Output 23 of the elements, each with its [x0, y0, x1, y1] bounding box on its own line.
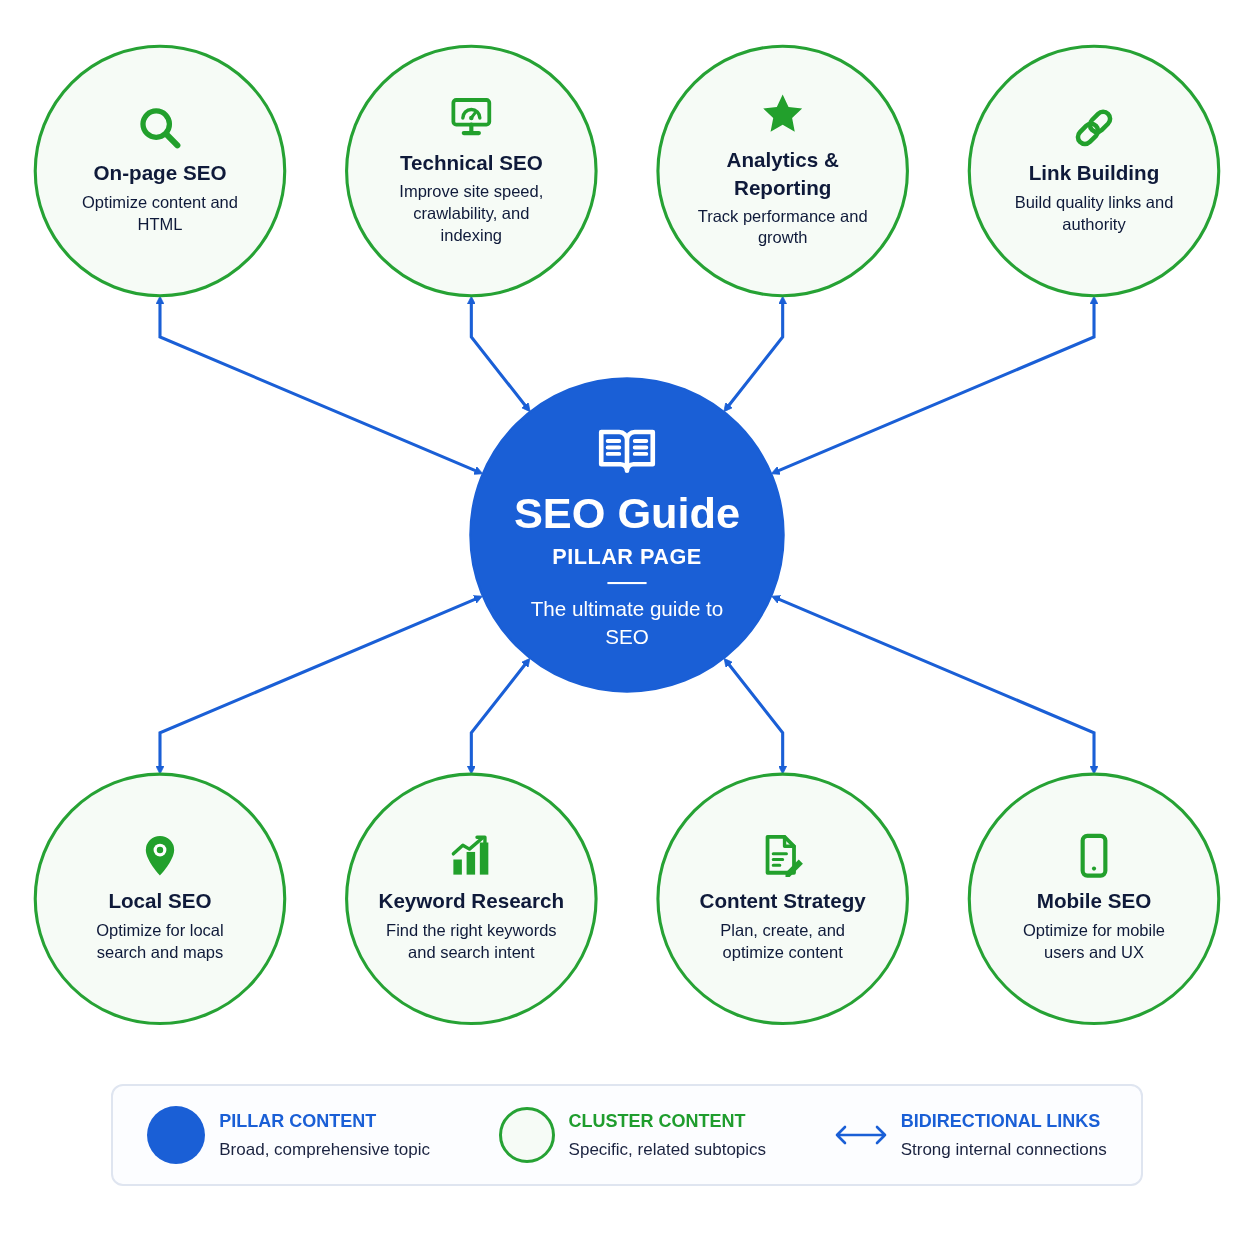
- legend-description: Specific, related subtopics: [568, 1139, 767, 1160]
- node-circle: Mobile SEO Optimize for mobile users and UX: [967, 772, 1221, 1026]
- arrow: [723, 295, 788, 413]
- arrow: [770, 295, 1099, 475]
- node-circle: Local SEO Optimize for local search and maps: [33, 772, 287, 1026]
- node-circle: SEO Guide PILLAR PAGE The ultimate guide to SEO: [469, 377, 785, 693]
- node-circle: Keyword Research Find the right keywords and search intent: [345, 772, 598, 1026]
- arrow: [155, 595, 483, 775]
- legend-heading: BIDIRECTIONAL LINKS: [900, 1110, 1102, 1132]
- node-circle: Content Strategy Plan, create, and optimize content: [656, 772, 909, 1026]
- legend-heading: PILLAR CONTENT: [219, 1110, 378, 1132]
- arrow: [466, 658, 531, 775]
- legend-heading: CLUSTER CONTENT: [568, 1110, 747, 1132]
- arrow: [771, 595, 1099, 775]
- node-circle: Technical SEO Improve site speed, crawlability, and indexing: [345, 44, 598, 298]
- arrow: [723, 658, 788, 775]
- node-circle: Link Building Build quality links and authority: [967, 44, 1221, 298]
- node-circle: On-page SEO Optimize content and HTML: [33, 44, 287, 298]
- node-circle: Analytics & Reporting Track performance and growth: [656, 44, 909, 298]
- legend-description: Broad, comprehensive topic: [219, 1139, 430, 1160]
- legend-description: Strong internal connections: [900, 1139, 1107, 1160]
- arrow: [466, 295, 531, 413]
- arrow: [155, 295, 484, 475]
